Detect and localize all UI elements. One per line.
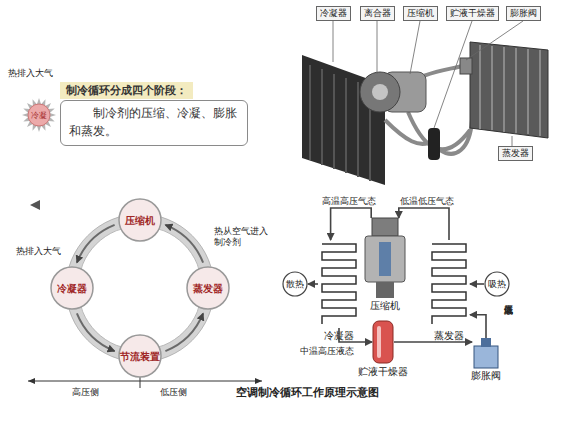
- heat-circle: [283, 272, 307, 296]
- refrigerant-pipe: [470, 315, 486, 338]
- heat-marker: 散热: [282, 271, 308, 297]
- node-shape: [372, 320, 394, 364]
- node-text: 冷凝器: [324, 330, 354, 342]
- heat-marker: 吸热: [484, 271, 510, 297]
- heat-circle: [485, 272, 509, 296]
- node-text: 蒸发器: [434, 330, 464, 342]
- refrigerant-pipe: [331, 208, 372, 240]
- coil-tube: [432, 244, 466, 324]
- node-shape: [472, 338, 500, 368]
- drier-drawing: [428, 128, 440, 160]
- coil-node: 蒸发器: [428, 240, 470, 328]
- evaporator-drawing: [470, 42, 548, 138]
- node-text: 蒸发器: [186, 266, 230, 310]
- compressor-piston: [379, 242, 391, 276]
- pipe-state-label: 低温低压气态: [400, 196, 454, 207]
- pipe-state-label: 中温高压液态: [300, 346, 354, 357]
- coil-tube: [322, 244, 356, 324]
- box-heading: 制冷循环分成四个阶段：: [60, 82, 193, 99]
- node-text: 膨胀阀: [471, 370, 501, 382]
- node-text: 制冷剂的压缩、冷凝、膨胀和蒸发。: [60, 100, 248, 146]
- cycle-flow-arrow: [165, 313, 203, 351]
- condenser-fins: [310, 65, 370, 181]
- node-text: 压缩机: [370, 300, 400, 312]
- clutch-hub: [372, 84, 388, 100]
- node-shape: [362, 218, 408, 298]
- compressor-node: 压缩机: [362, 218, 408, 298]
- ring-inner-line: [78, 226, 202, 350]
- component-circle: [51, 267, 93, 309]
- cycle-component: 冷凝器: [50, 266, 94, 310]
- part-name: 冷凝器: [316, 6, 351, 21]
- cycle-flow-arrow: [165, 225, 203, 263]
- component-circle: [119, 199, 161, 241]
- component-circle: [119, 335, 161, 377]
- axis-line: [28, 381, 262, 382]
- part-name: 离合器: [360, 6, 395, 21]
- node-text: 吸热: [484, 271, 510, 297]
- cycle-component: 节流装置: [118, 334, 162, 378]
- note-label: 高压侧: [72, 387, 99, 398]
- part-name: 蒸发器: [498, 146, 533, 161]
- drier-highlight: [377, 326, 381, 358]
- valve-body: [474, 346, 498, 368]
- refrigerant-pipe: [339, 328, 372, 342]
- evaporator-fins: [480, 45, 540, 136]
- part-name: 膨胀阀: [506, 6, 541, 21]
- valve-drawing: [460, 58, 472, 74]
- refrigerant-pipe: [394, 341, 472, 343]
- drier-node: 贮液干燥器: [372, 320, 394, 364]
- note-label: 热排入大气: [16, 246, 61, 257]
- node-shape: [428, 240, 470, 328]
- valve-node: 膨胀阀: [472, 338, 500, 368]
- cycle-flow-arrow: [77, 313, 115, 351]
- coil-node: 冷凝器: [318, 240, 360, 328]
- cycle-component: 蒸发器: [186, 266, 230, 310]
- axis-arrowheads: [28, 378, 262, 384]
- refrigerant-pipe: [399, 208, 449, 240]
- cycle-flow-arrow: [77, 225, 115, 263]
- refrigerant-pipe: [470, 283, 484, 285]
- node-text: 贮液干燥器: [358, 366, 408, 378]
- node-text: 散热: [282, 271, 308, 297]
- component-circle: [187, 267, 229, 309]
- pipe-state-label: 高温高压气态: [322, 196, 376, 207]
- node-text: 冷凝: [22, 98, 56, 132]
- leader-lines: [333, 21, 523, 146]
- compressor-body: [365, 236, 405, 282]
- node-shape: [318, 240, 360, 328]
- part-name: 压缩机: [403, 6, 438, 21]
- refrigerant-pipe: [308, 283, 318, 285]
- cycle-component: 压缩机: [118, 198, 162, 242]
- compressor-base: [376, 282, 394, 298]
- heat-rays: [22, 98, 56, 132]
- compressor-head: [372, 218, 398, 236]
- small-arrow-symbol: [30, 200, 40, 210]
- note-label: 热从空气进入制冷剂: [214, 226, 272, 248]
- drier-body: [373, 321, 393, 363]
- component-photo: [302, 21, 548, 185]
- note-label: 热排入大气: [8, 68, 53, 79]
- node-text: 压缩机: [118, 198, 162, 242]
- clutch-drawing: [360, 72, 400, 112]
- intro-box: 制冷循环分成四个阶段：制冷剂的压缩、冷凝、膨胀和蒸发。: [60, 82, 248, 146]
- figure-caption: 空调制冷循环工作原理示意图: [236, 385, 379, 400]
- node-text: 节流装置: [118, 334, 162, 378]
- note-label: 低压侧: [160, 387, 187, 398]
- valve-cap: [481, 338, 491, 347]
- axis-divider: [140, 376, 141, 388]
- part-name: 贮液干燥器: [446, 6, 499, 21]
- node-text: 冷凝器: [50, 266, 94, 310]
- heat-burst: 冷凝: [22, 98, 56, 132]
